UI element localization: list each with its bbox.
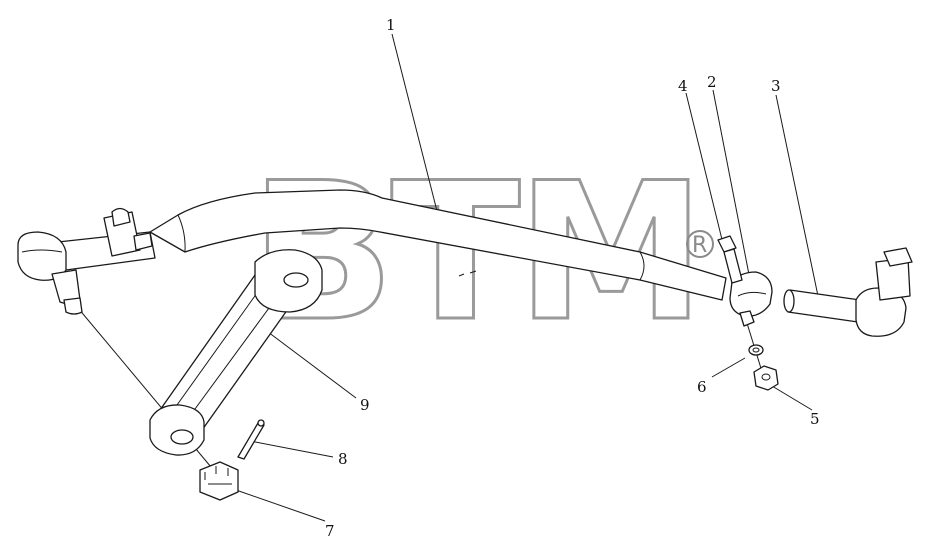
- callout-7: 7: [325, 522, 335, 540]
- callout-1: 1: [386, 16, 396, 34]
- bolt-shank: [723, 248, 743, 284]
- clamp-slot-edge: [737, 291, 767, 297]
- leader-line-1: [391, 33, 439, 216]
- cotter-pin-eye: [257, 419, 265, 427]
- part-7-castle-nut: [199, 461, 239, 501]
- pitman-arm-ball-bore: [170, 429, 194, 445]
- tie-rod-left-collar: [177, 214, 186, 253]
- registered-mark-icon: R: [686, 230, 714, 258]
- callout-3: 3: [771, 77, 781, 95]
- leader-line-4: [685, 92, 728, 261]
- leader-line-3: [775, 94, 819, 297]
- pitman-arm-rib: [171, 285, 281, 425]
- part-2-clamp: [729, 271, 773, 327]
- tie-rod-end-stud-nut: [883, 247, 913, 267]
- cotter-pin-shaft: [237, 422, 265, 460]
- callout-2: 2: [707, 73, 717, 91]
- washer-hole: [752, 347, 760, 353]
- washer-ring: [748, 344, 764, 356]
- hex-nut-bore: [761, 373, 771, 381]
- tie-rod-end-housing: [855, 287, 907, 337]
- leader-line-5: [771, 385, 813, 411]
- leader-line-6: [711, 357, 746, 378]
- registered-mark-letter: R: [692, 233, 707, 258]
- clamp-body: [729, 271, 773, 317]
- tie-rod-center-marks: [458, 270, 477, 277]
- leader-line-9: [267, 331, 357, 399]
- pitman-arm-lower-boss: [149, 404, 205, 456]
- left-joint-housing: [17, 231, 67, 281]
- callout-4: 4: [678, 77, 688, 95]
- callout-8: 8: [338, 450, 348, 468]
- part-9-pitman-arm: [149, 249, 323, 456]
- castle-nut-slots: [204, 466, 232, 485]
- tie-rod-right-collar: [639, 251, 645, 281]
- part-5-hex-nut: [753, 365, 779, 391]
- part-3-tie-rod-end: [783, 247, 913, 337]
- leader-line-7: [235, 489, 326, 522]
- tie-rod-end-shank: [784, 289, 861, 323]
- tie-rod-body: [149, 189, 727, 301]
- left-joint-housing-edge: [21, 249, 63, 253]
- part-4-clamp-bolt: [717, 235, 743, 284]
- callout-labels: 1 2 3 4 5 6 7 8 9: [325, 16, 820, 540]
- leader-line-8: [249, 440, 334, 458]
- leader-line-2: [712, 89, 753, 291]
- callout-6: 6: [697, 378, 707, 396]
- clamp-bolt-end: [739, 310, 755, 327]
- bolt-head: [717, 235, 737, 253]
- callout-9: 9: [360, 396, 370, 414]
- hex-nut-body: [753, 365, 779, 391]
- left-ball-joint-assembly: [17, 207, 156, 315]
- left-clamp-bolt-head: [111, 207, 131, 227]
- castle-nut-body: [199, 461, 239, 501]
- callout-5: 5: [810, 410, 820, 428]
- left-clamp-bolt: [103, 207, 153, 257]
- part-8-cotter-pin: [237, 419, 265, 460]
- left-clamp-nut: [133, 232, 153, 251]
- left-joint-stud-tip: [63, 297, 83, 315]
- pitman-arm-spline-bore: [283, 272, 309, 288]
- leader-lines: [77, 33, 819, 522]
- part-6-washer: [748, 344, 764, 356]
- part-1-tie-rod-tube: [149, 189, 727, 301]
- tie-rod-end-thread-face: [783, 289, 795, 313]
